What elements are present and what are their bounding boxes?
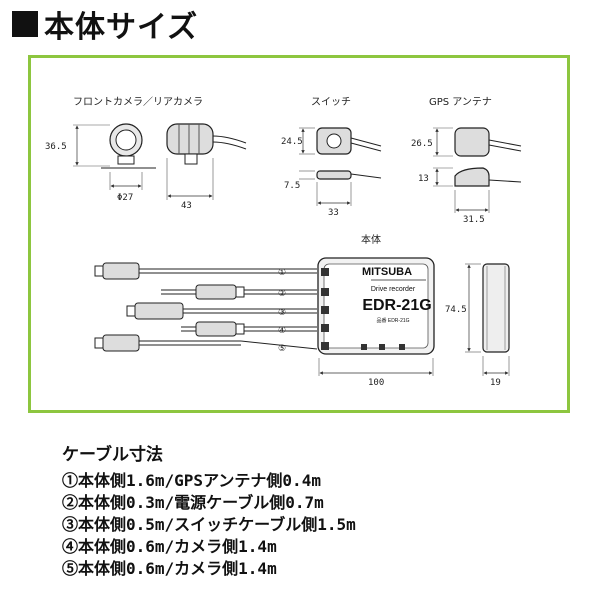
camera-diameter-dimension: Φ27 bbox=[117, 193, 133, 203]
gps-antenna-width-dimension: 31.5 bbox=[463, 215, 485, 225]
main-unit-height-dimension: 74.5 bbox=[445, 305, 467, 315]
cable-5 bbox=[94, 334, 318, 352]
gps-antenna-side-view bbox=[433, 167, 522, 213]
switch-width-dimension: 33 bbox=[328, 208, 339, 218]
main-unit-subtitle: Drive recorder bbox=[371, 286, 416, 293]
cable-4 bbox=[181, 321, 317, 337]
cable-specs-title: ケーブル寸法 bbox=[62, 445, 163, 465]
dimension-diagram-panel: フロントカメラ／リアカメラ 36.5 Φ27 bbox=[28, 55, 570, 413]
cable-spec-row-3: ③本体側0.5m/スイッチケーブル側1.5m bbox=[62, 515, 356, 534]
cable-number-5: ⑤ bbox=[278, 344, 286, 354]
gps-antenna-diagram: GPS アンテナ 26.5 13 31.5 bbox=[411, 96, 522, 225]
section-title: 本体サイズ bbox=[44, 10, 199, 45]
camera-length-dimension: 43 bbox=[181, 201, 192, 211]
camera-side-view bbox=[166, 123, 247, 200]
cable-spec-row-4: ④本体側0.6m/カメラ側1.4m bbox=[62, 537, 277, 556]
section-heading: 本体サイズ bbox=[12, 2, 198, 46]
cable-spec-row-5: ⑤本体側0.6m/カメラ側1.4m bbox=[62, 559, 277, 578]
camera-height-dimension: 36.5 bbox=[45, 142, 67, 152]
main-unit-label: 本体 bbox=[361, 233, 381, 246]
main-unit-brand: MITSUBA bbox=[362, 266, 412, 278]
cable-1 bbox=[94, 262, 317, 280]
gps-antenna-label: GPS アンテナ bbox=[429, 96, 492, 108]
switch-top-view bbox=[299, 127, 382, 155]
switch-side-view bbox=[299, 170, 382, 206]
gps-antenna-thickness-dimension: 13 bbox=[418, 174, 429, 184]
cable-number-4: ④ bbox=[278, 326, 286, 336]
gps-antenna-top-view bbox=[433, 127, 522, 157]
switch-thickness-dimension: 7.5 bbox=[284, 181, 300, 191]
cable-2 bbox=[161, 284, 317, 300]
cable-spec-row-1: ①本体側1.6m/GPSアンテナ側0.4m bbox=[62, 471, 321, 490]
cable-number-1: ① bbox=[278, 268, 286, 278]
black-square-icon bbox=[12, 11, 38, 37]
camera-label: フロントカメラ／リアカメラ bbox=[73, 96, 203, 108]
cable-spec-row-2: ②本体側0.3m/電源ケーブル側0.7m bbox=[62, 493, 324, 512]
camera-diagram: フロントカメラ／リアカメラ 36.5 Φ27 bbox=[45, 96, 247, 211]
cable-number-3: ③ bbox=[278, 308, 286, 318]
cable-3 bbox=[126, 302, 317, 320]
gps-antenna-height-dimension: 26.5 bbox=[411, 139, 433, 149]
main-unit-model-code: 品番 EDR-21G bbox=[376, 317, 409, 324]
main-unit-side-view bbox=[465, 263, 510, 376]
switch-height-dimension: 24.5 bbox=[281, 137, 303, 147]
dimension-diagram: フロントカメラ／リアカメラ 36.5 Φ27 bbox=[45, 96, 522, 388]
camera-front-view bbox=[73, 123, 156, 190]
switch-label: スイッチ bbox=[311, 96, 351, 108]
main-unit-depth-dimension: 19 bbox=[490, 378, 501, 388]
main-unit-model: EDR-21G bbox=[362, 297, 431, 314]
main-unit-width-dimension: 100 bbox=[368, 378, 384, 388]
cable-length-specs: ケーブル寸法 ①本体側1.6m/GPSアンテナ側0.4m ②本体側0.3m/電源… bbox=[62, 440, 356, 580]
main-unit-diagram: 本体 bbox=[94, 233, 510, 388]
switch-diagram: スイッチ 24.5 7.5 33 bbox=[281, 96, 382, 218]
main-unit-body bbox=[317, 257, 435, 355]
cable-number-2: ② bbox=[278, 289, 286, 299]
